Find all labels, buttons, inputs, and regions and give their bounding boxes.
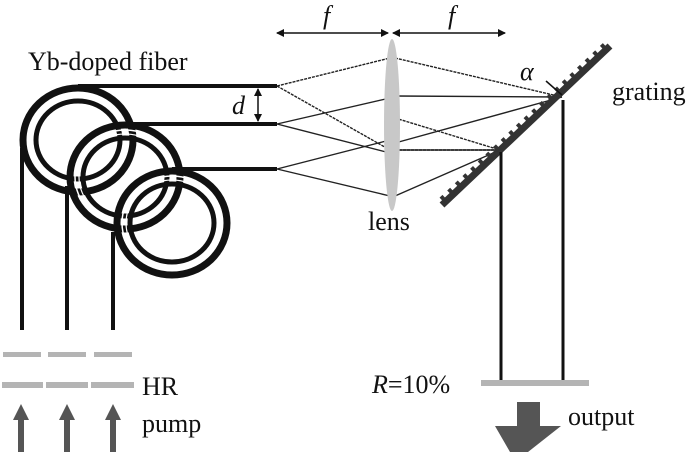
grating-tooth [546,93,555,102]
grating-tooth [485,151,494,160]
fiber-end-mirror-3 [94,352,132,357]
output-label: output [568,402,635,431]
hr-mirror-3 [91,382,134,388]
reflectivity-symbol: R [371,370,388,399]
grating-tooth [439,194,448,203]
grating-tooth [508,129,516,138]
hr-mirror-2 [46,382,88,388]
pump-arrow-icon-1 [13,404,29,452]
grating-tooth [515,122,524,131]
angle-alpha-marker [545,80,563,96]
angle-alpha-label: α [520,57,535,86]
pump-arrow-icon-2 [59,404,75,452]
grating-tooth [561,79,570,88]
fiber-coils [19,84,231,279]
grating-tooth [523,115,532,124]
beam-paths [276,57,563,197]
grating-tooth [531,108,539,117]
spacing-d-label: d [232,91,246,120]
output-arrow-icon [495,402,561,452]
focal-length-left-label: f [323,1,334,30]
hr-mirror-1 [2,382,43,388]
grating-tooth [500,137,509,145]
focal-length-right-label: f [448,1,459,30]
grating-tooth [470,166,478,174]
fiber-leads [20,84,277,330]
reflectivity-value: =10% [388,370,450,399]
grating-tooth [569,72,578,80]
fiber-end-mirrors [2,352,134,388]
pump-label: pump [142,409,201,438]
hr-label: HR [142,372,179,401]
lens-label: lens [368,207,410,236]
grating-label: grating [612,77,686,106]
fiber-end-mirror-2 [48,352,86,357]
grating-tooth [584,57,593,66]
fiber-end-mirror-1 [3,352,41,357]
grating-tooth [577,64,585,73]
diffraction-grating [439,43,613,208]
grating-tooth [493,144,501,153]
grating-tooth [447,187,455,196]
fiber-label: Yb-doped fiber [28,47,188,76]
pump-arrows [13,404,121,452]
grating-tooth [592,50,600,59]
grating-tooth [454,180,463,189]
output-coupler-mirror [481,380,589,386]
pump-arrow-icon-3 [105,404,121,452]
lens [384,39,400,211]
grating-tooth [462,173,471,182]
grating-tooth [477,158,486,167]
reflectivity-label: R=10% [371,370,450,399]
grating-tooth [538,100,547,109]
combined-beams [499,100,565,383]
grating-tooth [599,43,608,51]
